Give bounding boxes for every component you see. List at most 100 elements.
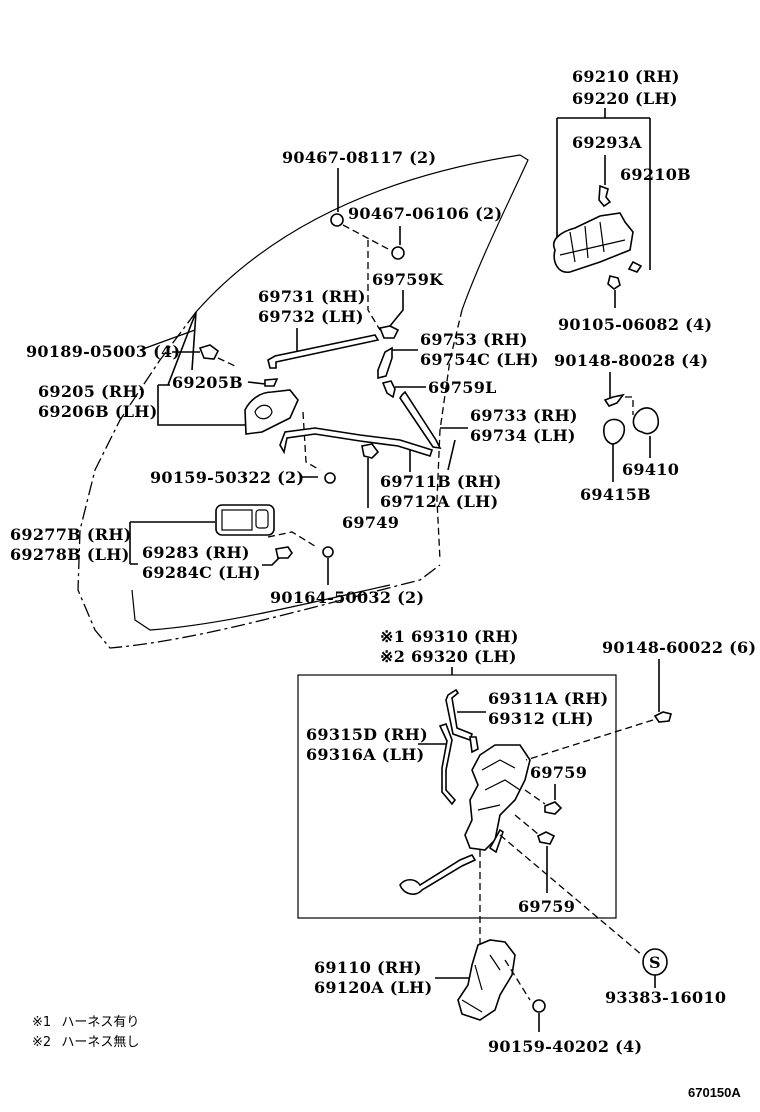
callout-clip-69759l[interactable]: 69759L bbox=[428, 378, 497, 397]
label-69120a-lh: 69120A (LH) bbox=[314, 978, 432, 997]
callout-clip-69759-lower[interactable]: 69759 bbox=[518, 897, 575, 916]
label-90148-60022: 90148-60022 (6) bbox=[602, 638, 756, 657]
screw-part-60022 bbox=[653, 711, 672, 723]
note-2-mark: ※2 bbox=[32, 1035, 51, 1050]
label-69110-rh: 69110 (RH) bbox=[314, 958, 422, 977]
label-69283-rh: 69283 (RH) bbox=[142, 543, 250, 562]
notes: ※1 ハーネス有り ※2 ハーネス無し bbox=[32, 1015, 139, 1050]
label-93383-16010: 93383-16010 bbox=[605, 988, 726, 1007]
callout-outer-handle-bolt[interactable]: 90105-06082 (4) bbox=[558, 315, 712, 334]
outer-handle-body bbox=[553, 212, 634, 273]
reference-code: 670150A bbox=[688, 1085, 741, 1100]
label-90189-05003: 90189-05003 (4) bbox=[26, 342, 180, 361]
callout-inner-handle[interactable]: 69205 (RH) 69206B (LH) bbox=[38, 382, 158, 421]
bolt-part-05003 bbox=[198, 344, 220, 360]
note-1-text: ハーネス有り bbox=[61, 1015, 139, 1030]
label-69277b-rh: 69277B (RH) bbox=[10, 525, 132, 544]
callout-screw-50322[interactable]: 90159-50322 (2) bbox=[150, 468, 304, 487]
callout-inner-handle-pad[interactable]: 69205B bbox=[172, 373, 243, 392]
cover-69410-part bbox=[632, 407, 660, 435]
label-69759l: 69759L bbox=[428, 378, 497, 397]
door-window-frame bbox=[195, 154, 529, 313]
label-69754c-lh: 69754C (LH) bbox=[420, 350, 539, 369]
callout-clip-08117[interactable]: 90467-08117 (2) bbox=[282, 148, 436, 167]
leader-outer-handle bbox=[556, 108, 651, 270]
leader-69759k bbox=[389, 290, 404, 327]
clip-part-69759-lower bbox=[537, 831, 556, 845]
label-69311a-rh: 69311A (RH) bbox=[488, 689, 609, 708]
callout-rod-69733[interactable]: 69733 (RH) 69734 (LH) bbox=[470, 406, 578, 445]
callout-cylinder[interactable]: 69110 (RH) 69120A (LH) bbox=[314, 958, 432, 997]
callout-lever-69753[interactable]: 69753 (RH) 69754C (LH) bbox=[420, 330, 539, 369]
sealant-symbol-letter: S bbox=[649, 953, 661, 972]
callout-rod-69731[interactable]: 69731 (RH) 69732 (LH) bbox=[258, 287, 366, 326]
rod-part-69311a bbox=[445, 688, 473, 742]
rod-part-69315d bbox=[438, 722, 457, 806]
callout-clip-69759k[interactable]: 69759K bbox=[372, 270, 444, 289]
harness-cable-part bbox=[399, 853, 477, 895]
label-69415b: 69415B bbox=[580, 485, 651, 504]
label-69749: 69749 bbox=[342, 513, 399, 532]
label-69410: 69410 bbox=[622, 460, 679, 479]
clip-part bbox=[627, 260, 643, 273]
rod-part-69733 bbox=[399, 390, 442, 450]
lever-part-69753 bbox=[377, 346, 393, 380]
label-69284c-lh: 69284C (LH) bbox=[142, 563, 261, 582]
label-69206b-lh: 69206B (LH) bbox=[38, 402, 158, 421]
label-69320-lh: ※2 69320 (LH) bbox=[380, 647, 517, 666]
callout-screw-60022[interactable]: 90148-60022 (6) bbox=[602, 638, 756, 657]
door-cylinder-part bbox=[457, 939, 516, 1021]
label-90159-40202: 90159-40202 (4) bbox=[488, 1037, 642, 1056]
callout-cover-69410[interactable]: 69410 bbox=[622, 460, 679, 479]
label-69753-rh: 69753 (RH) bbox=[420, 330, 528, 349]
bolt-part bbox=[607, 275, 621, 290]
callout-cover-69283[interactable]: 69283 (RH) 69284C (LH) bbox=[142, 543, 261, 582]
callout-bolt-05003[interactable]: 90189-05003 (4) bbox=[26, 342, 180, 361]
callout-screw-40202[interactable]: 90159-40202 (4) bbox=[488, 1037, 642, 1056]
label-69734-lh: 69734 (LH) bbox=[470, 426, 576, 445]
leader-inner-handle bbox=[157, 384, 245, 426]
label-69711b-rh: 69711B (RH) bbox=[380, 472, 502, 491]
label-90159-50322: 90159-50322 (2) bbox=[150, 468, 304, 487]
lock-body-part bbox=[464, 744, 531, 854]
label-69732-lh: 69732 (LH) bbox=[258, 307, 364, 326]
lock-assembly-box bbox=[297, 674, 617, 919]
label-90467-06106: 90467-06106 (2) bbox=[348, 204, 502, 223]
callout-outer-handle-sub[interactable]: 69210B bbox=[620, 165, 691, 184]
label-69712a-lh: 69712A (LH) bbox=[380, 492, 498, 511]
label-90105-06082: 90105-06082 (4) bbox=[558, 315, 712, 334]
clip-part-69759-upper bbox=[544, 801, 563, 815]
callout-sealant-93383[interactable]: 93383-16010 bbox=[605, 988, 726, 1007]
door-inner-edge bbox=[139, 329, 196, 351]
label-69210b: 69210B bbox=[620, 165, 691, 184]
note-1: ※1 ハーネス有り bbox=[32, 1015, 139, 1030]
callout-screw-80028[interactable]: 90148-80028 (4) bbox=[554, 351, 708, 370]
rod-part-69731 bbox=[267, 334, 380, 369]
callout-lock-assy[interactable]: ※1 69310 (RH) ※2 69320 (LH) bbox=[380, 627, 519, 666]
callout-screw-50032[interactable]: 90164-50032 (2) bbox=[270, 588, 424, 607]
callout-bezel-69277b[interactable]: 69277B (RH) 69278B (LH) bbox=[10, 525, 132, 564]
clip-part-69759k bbox=[378, 325, 400, 339]
label-69312-lh: 69312 (LH) bbox=[488, 709, 594, 728]
label-69316a-lh: 69316A (LH) bbox=[306, 745, 424, 764]
callout-outer-handle-pad[interactable]: 69293A bbox=[572, 133, 642, 152]
callout-clip-06106[interactable]: 90467-06106 (2) bbox=[348, 204, 502, 223]
note-1-mark: ※1 bbox=[32, 1015, 51, 1030]
callout-cover-69415b[interactable]: 69415B bbox=[580, 485, 651, 504]
callout-clip-69749[interactable]: 69749 bbox=[342, 513, 399, 532]
callout-rod-69311a[interactable]: 69311A (RH) 69312 (LH) bbox=[488, 689, 609, 728]
door-lower-trim bbox=[131, 584, 391, 631]
leader-69277b bbox=[129, 521, 215, 565]
callout-clip-69759-upper[interactable]: 69759 bbox=[530, 763, 587, 782]
pad-part bbox=[598, 184, 612, 208]
callout-outer-handle[interactable]: 69210 (RH) 69220 (LH) bbox=[572, 67, 680, 108]
label-69759-upper: 69759 bbox=[530, 763, 587, 782]
label-90164-50032: 90164-50032 (2) bbox=[270, 588, 424, 607]
callout-rod-69315d[interactable]: 69315D (RH) 69316A (LH) bbox=[306, 725, 428, 764]
label-69731-rh: 69731 (RH) bbox=[258, 287, 366, 306]
callout-rod-69711b[interactable]: 69711B (RH) 69712A (LH) bbox=[380, 472, 502, 511]
label-69759k: 69759K bbox=[372, 270, 444, 289]
label-69733-rh: 69733 (RH) bbox=[470, 406, 578, 425]
label-69315d-rh: 69315D (RH) bbox=[306, 725, 428, 744]
callout-sealant[interactable]: S bbox=[642, 948, 668, 976]
